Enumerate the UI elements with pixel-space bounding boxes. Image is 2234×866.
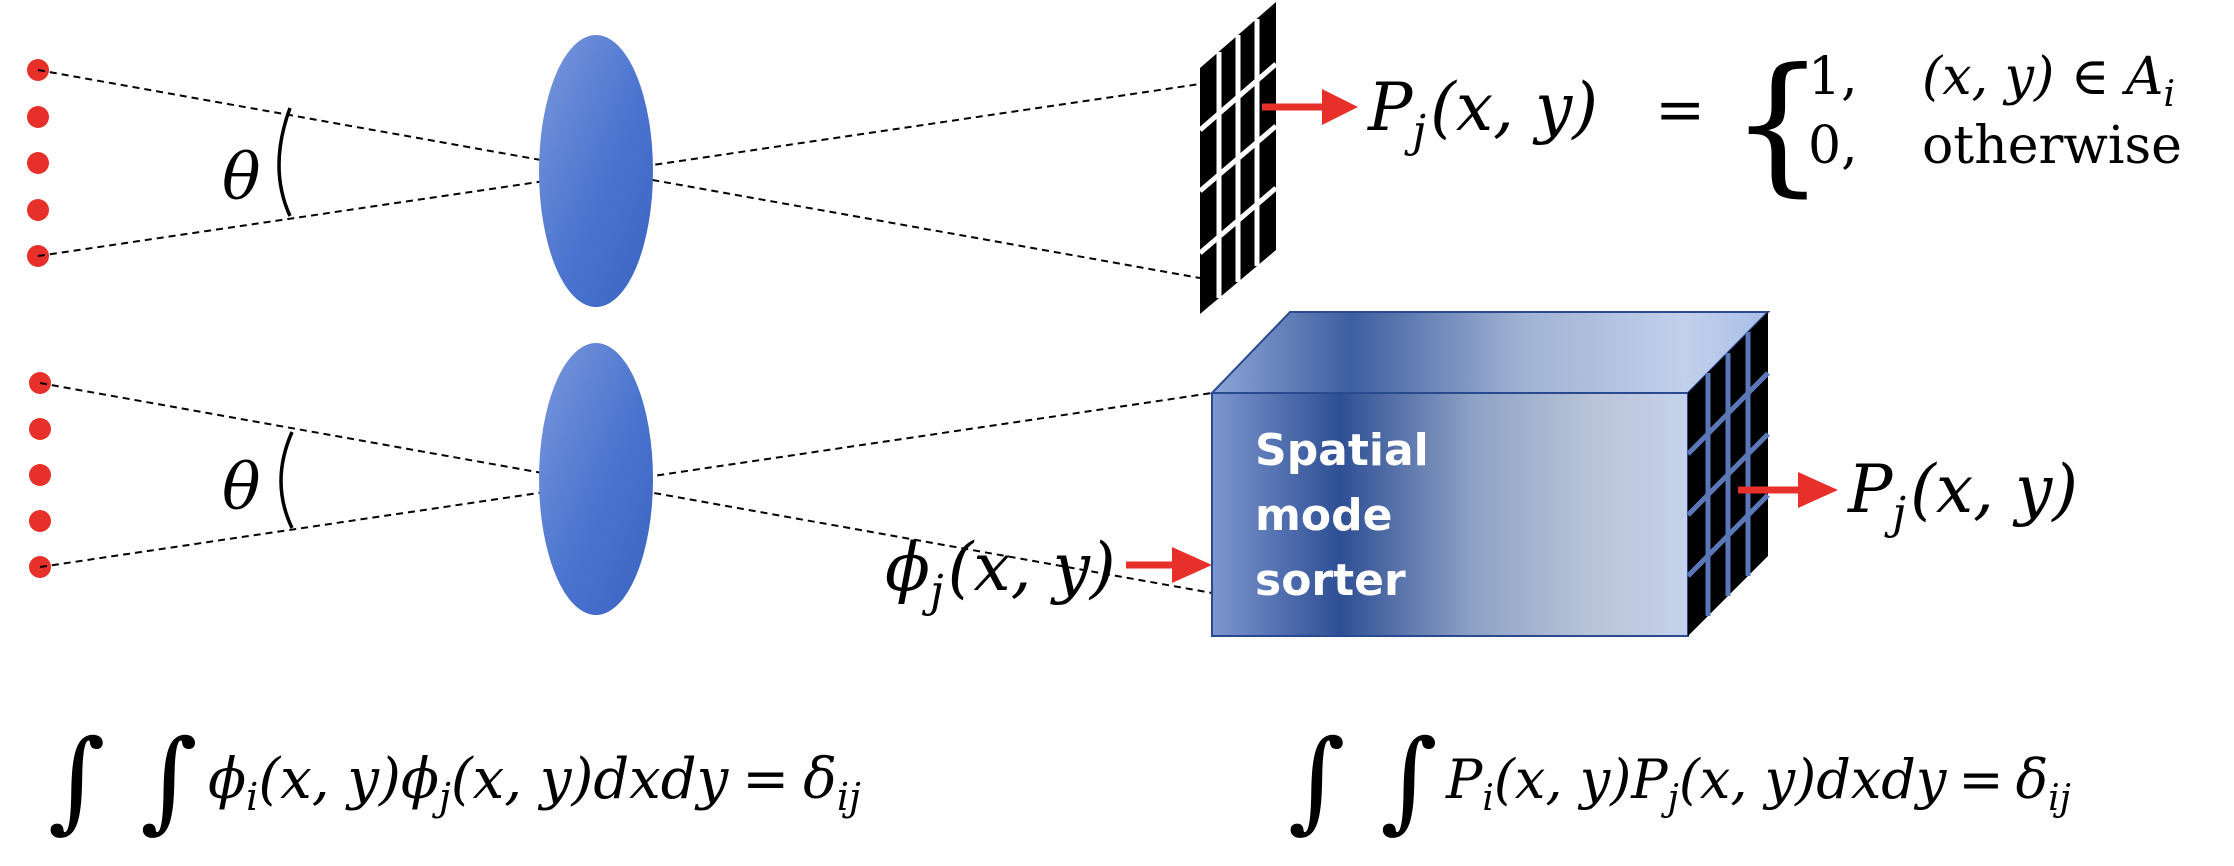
symbol: ϕ bbox=[885, 529, 930, 606]
rhs: δ bbox=[2016, 748, 2049, 811]
args: (x, y) bbox=[948, 529, 1116, 606]
mode-sorter-box: Spatial mode sorter bbox=[1209, 311, 1771, 637]
source-dot bbox=[27, 152, 49, 174]
subscript: ij bbox=[837, 775, 861, 819]
detector-grid-line bbox=[1198, 62, 1278, 132]
right-integrals: ∫ ∫ bbox=[1288, 716, 1438, 844]
subscript: i bbox=[246, 775, 258, 819]
input-arrow bbox=[1126, 547, 1212, 583]
bottom-output-arrow bbox=[1738, 472, 1838, 508]
right-integrand: Pi(x, y)Pj(x, y)dxdy=δij bbox=[1445, 748, 2071, 819]
box-detector-grid bbox=[1686, 332, 1770, 616]
box-top-face bbox=[1209, 311, 1771, 394]
factor-2: ϕ bbox=[401, 747, 439, 812]
sorter-label-line2: mode bbox=[1255, 490, 1392, 541]
symbol: P bbox=[1847, 451, 1894, 528]
symbol: P bbox=[1367, 69, 1414, 146]
sorter-label-line3: sorter bbox=[1255, 555, 1406, 606]
args: (x, y) bbox=[258, 747, 401, 812]
case1-condition: (x, y) ∈ Ai bbox=[1922, 47, 2175, 115]
subscript: ij bbox=[2048, 778, 2071, 819]
ray-line bbox=[39, 382, 1213, 594]
bottom-lens bbox=[539, 343, 653, 615]
input-mode-label: ϕj(x, y) bbox=[885, 529, 1116, 617]
equals: = bbox=[742, 747, 789, 812]
source-dot bbox=[29, 510, 51, 532]
differentials: dxdy bbox=[593, 747, 729, 812]
args: (x, y) bbox=[1910, 451, 2078, 528]
left-integrand: ϕi(x, y)ϕj(x, y)dxdy=δij bbox=[208, 747, 861, 819]
top-point-sources bbox=[27, 59, 49, 267]
top-brace: { bbox=[1730, 37, 1825, 211]
top-detector bbox=[1198, 2, 1278, 314]
rhs: δ bbox=[803, 747, 837, 812]
args: (x, y) bbox=[1679, 748, 1816, 811]
detector-grid bbox=[1198, 19, 1278, 298]
ray-line bbox=[37, 83, 1201, 257]
detector-grid-line bbox=[1686, 432, 1770, 517]
bottom-point-sources bbox=[29, 372, 51, 578]
equation-left: ∫ ∫ ϕi(x, y)ϕj(x, y)dxdy=δij bbox=[48, 716, 861, 844]
source-dot bbox=[29, 418, 51, 440]
arrow-head bbox=[1322, 89, 1358, 125]
source-dot bbox=[27, 199, 49, 221]
subscript: i bbox=[2163, 74, 2175, 115]
factor-1: ϕ bbox=[208, 747, 246, 812]
bottom-output-label: Pj(x, y) bbox=[1847, 451, 2078, 539]
bottom-panel: θ ϕj(x, y) Spatial mode sorter bbox=[29, 311, 2078, 637]
case2-condition: otherwise bbox=[1922, 116, 2182, 176]
args: (x, y) bbox=[1494, 748, 1631, 811]
top-panel: θ Pj(x, y) = { 1, (x, y) ∈ Ai bbox=[27, 2, 2182, 314]
subscript: i bbox=[1482, 778, 1494, 819]
equals: = bbox=[1958, 748, 2003, 811]
top-lens bbox=[539, 35, 653, 307]
detector-grid-line bbox=[1686, 371, 1770, 456]
args: (x, y) bbox=[451, 747, 594, 812]
bottom-angle-arc bbox=[279, 431, 294, 529]
detector-grid-line bbox=[1686, 493, 1770, 578]
case2-value: 0, bbox=[1808, 116, 1858, 176]
case1-value: 1, bbox=[1808, 47, 1858, 107]
detector-grid-line bbox=[1198, 186, 1278, 255]
differentials: dxdy bbox=[1816, 748, 1948, 811]
top-equals: = bbox=[1655, 75, 1705, 145]
bottom-angle-label: θ bbox=[222, 451, 261, 525]
top-angle-label: θ bbox=[222, 141, 261, 215]
equation-right: ∫ ∫ Pi(x, y)Pj(x, y)dxdy=δij bbox=[1288, 716, 2071, 844]
arrow-head bbox=[1172, 547, 1212, 583]
arrow-head bbox=[1798, 472, 1838, 508]
condition: (x, y) ∈ A bbox=[1922, 47, 2163, 107]
factor-1: P bbox=[1445, 748, 1484, 811]
left-integrals: ∫ ∫ bbox=[48, 716, 198, 844]
top-output-arrow bbox=[1262, 89, 1358, 125]
sorter-label-line1: Spatial bbox=[1255, 425, 1429, 476]
top-output-label: Pj(x, y) bbox=[1367, 69, 1598, 157]
source-dot bbox=[29, 464, 51, 486]
args: (x, y) bbox=[1430, 69, 1598, 146]
factor-2: P bbox=[1630, 748, 1669, 811]
detector-grid-line bbox=[1198, 124, 1278, 193]
top-angle-arc bbox=[277, 107, 292, 217]
source-dot bbox=[27, 106, 49, 128]
